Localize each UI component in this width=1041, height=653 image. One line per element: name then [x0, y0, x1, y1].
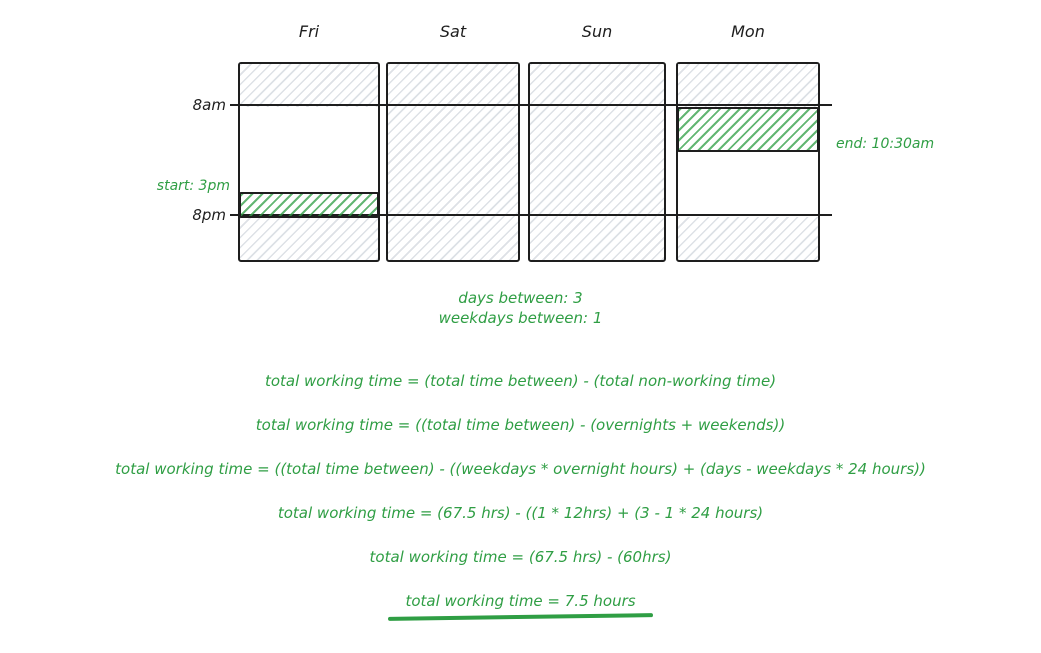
day-column-sun: [528, 62, 666, 262]
day-column-mon: [676, 62, 820, 262]
day-label-mon: Mon: [731, 22, 765, 41]
day-column-sat: [386, 62, 520, 262]
non-working-block-sun: [530, 64, 664, 260]
non-working-block-mon-morning: [678, 64, 818, 107]
equation-line: total working time = ((total time betwee…: [255, 416, 786, 434]
equation-line: total working time = (67.5 hrs) - (60hrs…: [369, 548, 672, 566]
end-time-annotation: end: 10:30am: [836, 136, 935, 152]
days-between-text: days between: 3: [458, 289, 583, 307]
day-label-sat: Sat: [439, 22, 467, 41]
summary-block: days between: 3 weekdays between: 1: [0, 288, 1041, 328]
non-working-block-fri-night: [240, 217, 378, 260]
working-block-mon-end: [677, 107, 819, 152]
start-time-annotation: start: 3pm: [156, 178, 230, 194]
non-working-block-fri-morning: [240, 64, 378, 107]
time-label-8pm: 8pm: [192, 206, 226, 224]
equation-final-text: total working time = 7.5 hours: [405, 592, 636, 610]
line-8pm: [230, 214, 832, 216]
day-label-sun: Sun: [581, 22, 613, 41]
day-label-fri: Fri: [298, 22, 320, 41]
equation-line: total working time = (total time between…: [264, 372, 777, 390]
line-8am: [230, 104, 832, 106]
final-answer-underline: [387, 613, 654, 621]
non-working-block-sat: [388, 64, 518, 260]
time-label-8am: 8am: [192, 96, 226, 114]
equation-list: total working time = (total time between…: [0, 372, 1041, 621]
day-column-fri: [238, 62, 380, 262]
non-working-block-mon-night: [678, 217, 818, 260]
equation-line: total working time = ((total time betwee…: [115, 460, 926, 478]
weekdays-between-text: weekdays between: 1: [438, 309, 603, 327]
equation-final: total working time = 7.5 hours: [387, 592, 654, 621]
working-block-fri-start: [239, 192, 379, 218]
equation-line: total working time = (67.5 hrs) - ((1 * …: [277, 504, 764, 522]
